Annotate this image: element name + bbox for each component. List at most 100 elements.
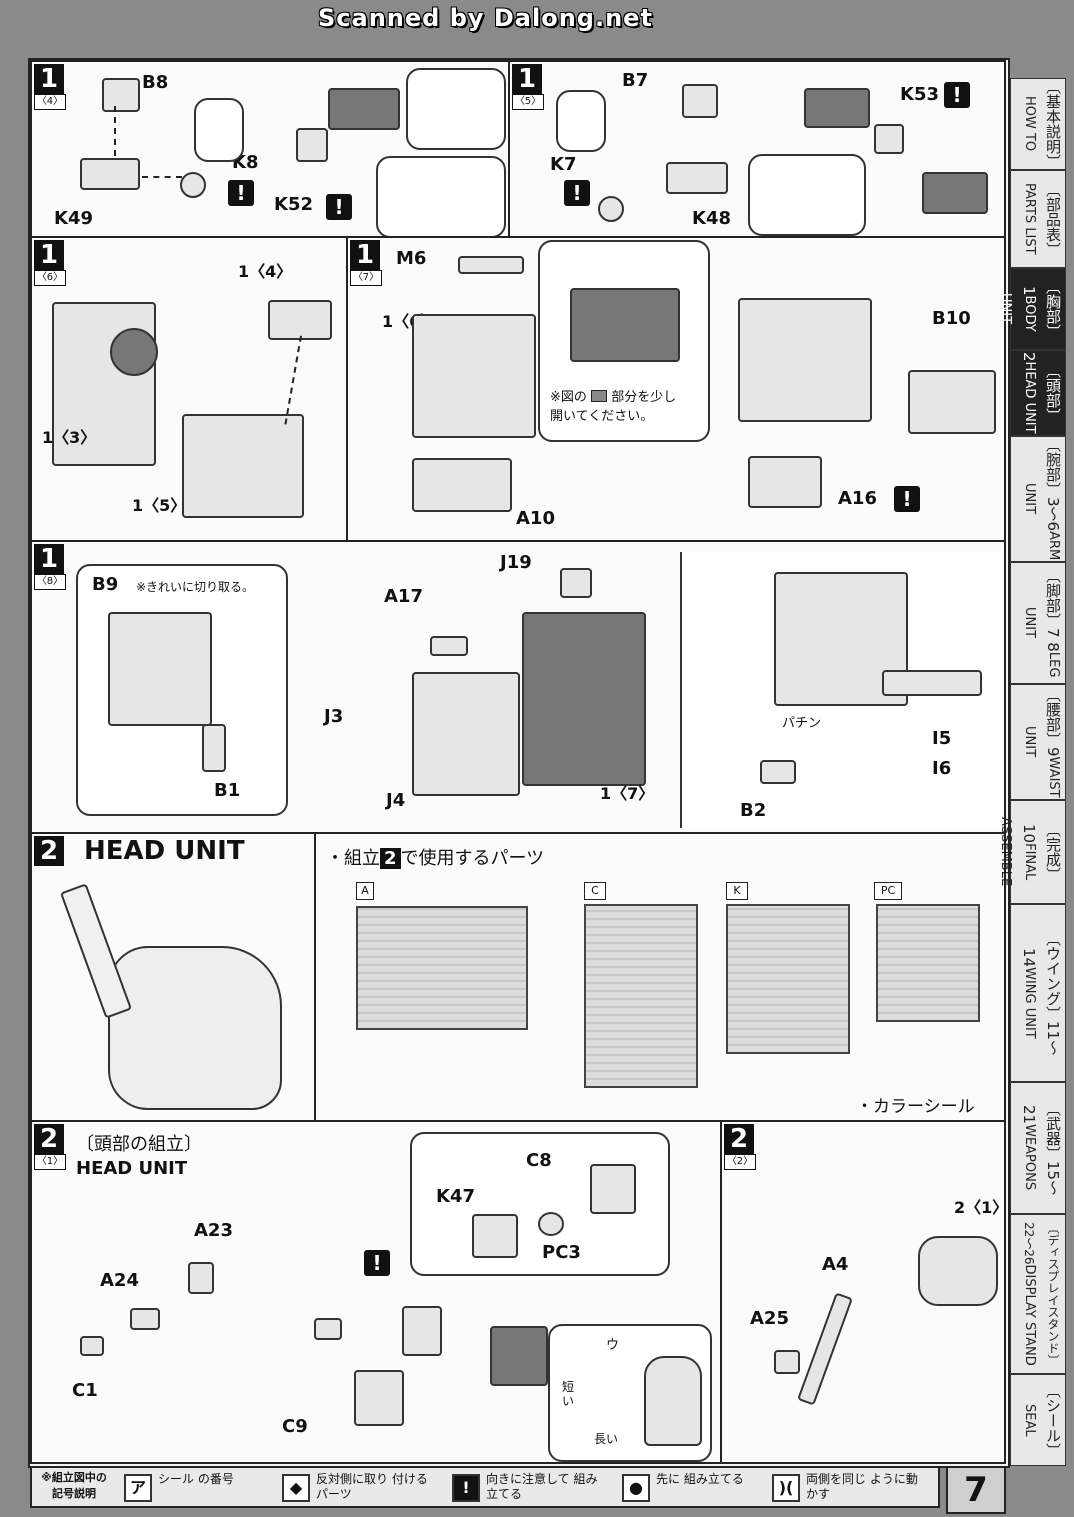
part-label-a16: A16 xyxy=(838,488,877,509)
part-label-b2: B2 xyxy=(740,800,767,821)
step-1-8-panel: 1 〈8〉 B9 ※きれいに切り取る。 B1 A17 J3 J4 J19 1〈7… xyxy=(30,540,1006,834)
part-label-b7: B7 xyxy=(622,70,649,91)
detail-callout xyxy=(406,68,506,150)
tab-body-unit[interactable]: 〔胸部〕1BODY UNIT xyxy=(998,268,1066,350)
part-label-c9: C9 xyxy=(282,1416,308,1437)
part-label-k48: K48 xyxy=(692,208,731,229)
step-badge: 1 〈6〉 xyxy=(34,240,68,286)
detail-callout: C8 K47 PC3 xyxy=(410,1132,670,1276)
step-badge: 1 〈4〉 xyxy=(34,64,68,110)
caution-icon: ! xyxy=(564,180,590,206)
part-label-b9: B9 xyxy=(92,574,119,595)
legend-item-seal: ア シール の番号 xyxy=(124,1472,274,1504)
detail-callout xyxy=(376,156,506,236)
part-label-a10: A10 xyxy=(516,508,555,529)
part-b8 xyxy=(102,78,140,112)
legend-item-first: ● 先に 組み立てる xyxy=(622,1472,762,1504)
part-label-j19: J19 xyxy=(500,552,532,573)
detail-callout xyxy=(194,98,244,162)
part-label-b1: B1 xyxy=(214,780,241,801)
part-label-k7: K7 xyxy=(550,154,577,175)
caution-icon: ! xyxy=(944,82,970,108)
part-b10 xyxy=(908,370,996,434)
part-k47 xyxy=(472,1214,518,1258)
joint-part xyxy=(80,158,140,190)
gray-marker xyxy=(591,390,608,402)
part-c8 xyxy=(590,1164,636,1214)
part-label-i5: I5 xyxy=(932,728,952,749)
sprue-c xyxy=(584,904,698,1088)
part-a24 xyxy=(130,1308,160,1330)
part-label-a23: A23 xyxy=(194,1220,233,1241)
part-label-pc3: PC3 xyxy=(542,1242,581,1263)
step-title-en: HEAD UNIT xyxy=(76,1158,188,1179)
caution-icon: ! xyxy=(228,180,254,206)
instruction-page: 1 〈4〉 B8 K8 K49 K52 ! ! 1 〈5〉 B7 K7 K48 … xyxy=(28,58,1010,1468)
seal-number-icon: ア xyxy=(124,1474,152,1502)
head-front xyxy=(644,1356,702,1446)
part-b2 xyxy=(760,760,796,784)
step-badge: 1 〈8〉 xyxy=(34,544,68,590)
long-label: 長い xyxy=(594,1432,619,1446)
tab-seal[interactable]: 〔シール〕SEAL xyxy=(1010,1374,1066,1466)
tab-weapons[interactable]: 〔武器〕15〜21WEAPONS xyxy=(1010,1082,1066,1214)
part-label-b8: B8 xyxy=(142,72,169,93)
tab-wing-unit[interactable]: 〔ウイング〕11〜14WING UNIT xyxy=(1010,904,1066,1082)
part-label-a24: A24 xyxy=(100,1270,139,1291)
sprue-label-c: C xyxy=(584,882,606,900)
part-a4-vfin xyxy=(797,1292,853,1406)
detail-callout: B9 ※きれいに切り取る。 B1 xyxy=(76,564,288,816)
both-sides-icon: )( xyxy=(772,1474,800,1502)
tab-leg-unit[interactable]: 〔脚部〕7 8LEG UNIT xyxy=(1010,562,1066,684)
part-k53 xyxy=(874,124,904,154)
sprue-label-a: A xyxy=(356,882,374,900)
tab-parts-list[interactable]: 〔部品表〕PARTS LIST xyxy=(1010,170,1066,268)
step-badge: 2 〈1〉 xyxy=(34,1124,68,1170)
torso-core xyxy=(110,328,158,376)
part-label-c8: C8 xyxy=(526,1150,552,1171)
ref-label: 1〈5〉 xyxy=(132,496,187,515)
caution-icon: ! xyxy=(364,1250,390,1276)
detail-callout: ウ 短い 長い xyxy=(548,1324,712,1462)
ref-label: 1〈4〉 xyxy=(238,262,293,281)
part-a25 xyxy=(774,1350,800,1374)
part-label-j4: J4 xyxy=(386,790,406,811)
tab-waist-unit[interactable]: 〔腰部〕9WAIST UNIT xyxy=(1010,684,1066,800)
section-sidebar: 〔基本説明〕HOW TO 〔部品表〕PARTS LIST 〔胸部〕1BODY U… xyxy=(998,78,1068,1468)
detail-callout: ※図の 部分を少し 開いてください。 xyxy=(538,240,710,442)
part-j19 xyxy=(560,568,592,598)
opposite-side-icon: ◆ xyxy=(282,1474,310,1502)
part-label-c1: C1 xyxy=(72,1380,98,1401)
head-assembly xyxy=(918,1236,998,1306)
body-assembly xyxy=(738,298,872,422)
part-label-k47: K47 xyxy=(436,1186,475,1207)
part-k7 xyxy=(598,196,624,222)
part-i5 xyxy=(882,670,982,696)
section-title: HEAD UNIT xyxy=(84,836,245,866)
ref-label: 1〈7〉 xyxy=(600,784,655,803)
assemble-first-icon: ● xyxy=(622,1474,650,1502)
head-render xyxy=(108,946,282,1110)
head-unit-preview-panel: 2 HEAD UNIT xyxy=(30,832,316,1122)
part-label-a4: A4 xyxy=(822,1254,849,1275)
part-label-a25: A25 xyxy=(750,1308,789,1329)
tab-head-unit[interactable]: 〔頭部〕2HEAD UNIT xyxy=(1010,350,1066,436)
seal-mark-u: ウ xyxy=(606,1338,620,1353)
body-assembly xyxy=(182,414,304,518)
assembled-part xyxy=(804,88,870,128)
tab-display-stand[interactable]: 〔ディスプレイスタンド〕22〜26DISPLAY STAND xyxy=(1010,1214,1066,1374)
legend-item-caution: ! 向きに注意して 組み立てる xyxy=(452,1472,612,1504)
detail-callout xyxy=(748,154,866,236)
seal-marker xyxy=(314,1318,342,1340)
part-a16 xyxy=(748,456,822,508)
step-2-1-panel: 2 〈1〉 〔頭部の組立〕 HEAD UNIT A23 A24 C1 C9 ! … xyxy=(30,1120,722,1464)
tab-how-to[interactable]: 〔基本説明〕HOW TO xyxy=(1010,78,1066,170)
step-1-5-panel: 1 〈5〉 B7 K7 K48 K53 ! ! xyxy=(508,60,1006,238)
short-label: 短い xyxy=(562,1380,575,1408)
head-assembly xyxy=(490,1326,548,1386)
tab-final-assemble[interactable]: 〔完成〕10FINAL ASSEMBLE xyxy=(998,800,1066,904)
part-label-b10: B10 xyxy=(932,308,971,329)
tab-arm-unit[interactable]: 〔腕部〕3〜6ARM UNIT xyxy=(1010,436,1066,562)
